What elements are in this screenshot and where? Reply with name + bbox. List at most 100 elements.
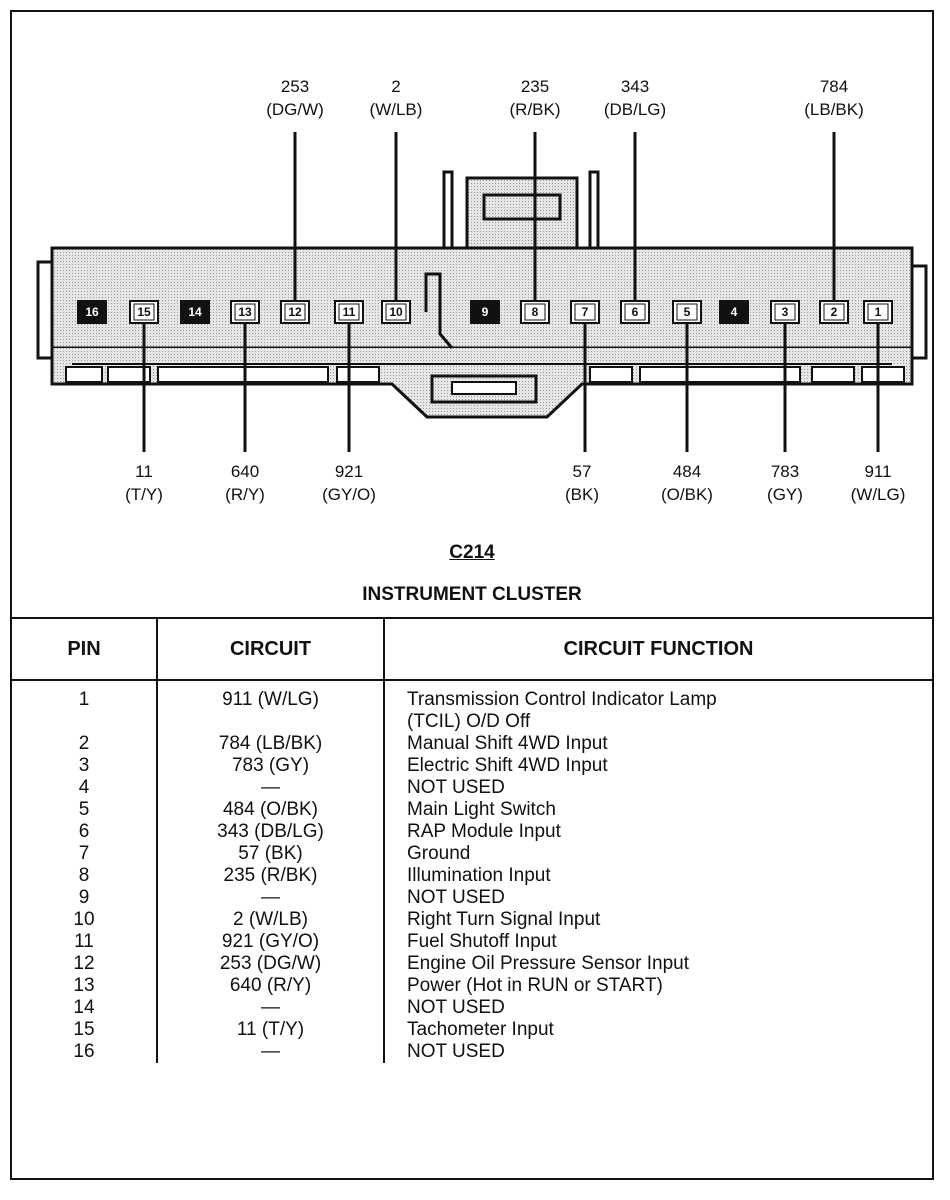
circuit-number: 921 [334, 462, 364, 481]
table-row: 9—NOT USED [12, 887, 932, 909]
pin-number: 1 [875, 305, 882, 319]
function-cell: Right Turn Signal Input [383, 909, 932, 931]
circuit-cell-text: 484 (O/BK) [222, 799, 319, 820]
table-row: 4—NOT USED [12, 777, 932, 799]
pin-box-inner [385, 303, 407, 321]
lead-lines [142, 132, 880, 452]
circuit-number: 235 [520, 77, 550, 96]
circuit-cell: 921 (GY/O) [156, 931, 384, 953]
pin-box-inner [624, 303, 646, 321]
wire-color: (W/LB) [369, 100, 423, 119]
wire-label-pin-8: 235(R/BK) [480, 75, 590, 121]
pin-box [672, 300, 702, 324]
circuit-cell: 911 (W/LG) [156, 680, 384, 733]
pin-box [520, 300, 550, 324]
pin-number: 2 [831, 305, 838, 319]
wire-color: (BK) [565, 485, 599, 504]
wire-label-pin-1: 911(W/LG) [823, 460, 933, 506]
pin-cell: 16 [12, 1041, 157, 1063]
table-row: 14—NOT USED [12, 997, 932, 1019]
pin-cavity-15: 15 [129, 300, 159, 324]
wire-color: (W/LG) [850, 485, 906, 504]
pin-cavity-5: 5 [672, 300, 702, 324]
pin-cell: 8 [12, 865, 157, 887]
function-cell: Illumination Input [383, 865, 932, 887]
pin-cell: 14 [12, 997, 157, 1019]
wire-label-pin-13: 640(R/Y) [190, 460, 300, 506]
wire-label-pin-12: 253(DG/W) [240, 75, 350, 121]
pin-cavity-1: 1 [863, 300, 893, 324]
circuit-cell-text: — [261, 887, 280, 908]
pin-cell-text: 5 [78, 799, 90, 820]
wire-label-pin-6: 343(DB/LG) [580, 75, 690, 121]
pin-cell-text: 12 [73, 953, 95, 974]
pin-cavity-10: 10 [381, 300, 411, 324]
pin-cell-text: 10 [73, 909, 95, 930]
pin-cell: 4 [12, 777, 157, 799]
function-cell-text: Transmission Control Indicator Lamp [407, 689, 717, 710]
circuit-cell: 11 (T/Y) [156, 1019, 384, 1041]
wire-color: (GY) [767, 485, 803, 504]
pin-number: 6 [632, 305, 639, 319]
function-cell-text: Engine Oil Pressure Sensor Input [407, 953, 689, 974]
wire-color: (GY/O) [322, 485, 376, 504]
function-cell-text: NOT USED [407, 777, 505, 798]
pin-cavity-3: 3 [770, 300, 800, 324]
circuit-number: 253 [280, 77, 310, 96]
pin-cell: 6 [12, 821, 157, 843]
function-cell: Fuel Shutoff Input [383, 931, 932, 953]
pin-cavity-11: 11 [334, 300, 364, 324]
circuit-cell-text: 783 (GY) [231, 755, 310, 776]
pin-number: 16 [85, 305, 99, 319]
pin-number: 11 [343, 305, 356, 319]
header-pin: PIN [12, 617, 157, 681]
function-cell-text: Manual Shift 4WD Input [407, 733, 608, 754]
circuit-cell-text: 2 (W/LB) [233, 909, 308, 930]
function-cell-text: Right Turn Signal Input [407, 909, 601, 930]
wire-label-pin-7: 57(BK) [527, 460, 637, 506]
pin-cell: 5 [12, 799, 157, 821]
circuit-number: 11 [135, 462, 153, 481]
circuit-cell: 2 (W/LB) [156, 909, 384, 931]
function-cell-text: Ground [407, 843, 471, 864]
pin-box [180, 300, 210, 324]
table-header-row: PIN CIRCUIT CIRCUIT FUNCTION [12, 617, 932, 681]
function-cell: Electric Shift 4WD Input [383, 755, 932, 777]
pin-cell-text: 7 [78, 843, 90, 864]
circuit-cell-text: 253 (DG/W) [219, 953, 322, 974]
pin-box [280, 300, 310, 324]
wire-label-pin-3: 783(GY) [730, 460, 840, 506]
pin-cell-text: 13 [73, 975, 95, 996]
function-cell: Power (Hot in RUN or START) [383, 975, 932, 997]
function-cell-text-2: (TCIL) O/D Off [407, 711, 531, 732]
function-cell: NOT USED [383, 1041, 932, 1063]
pin-box-inner [574, 303, 596, 321]
pin-box [381, 300, 411, 324]
circuit-number: 343 [620, 77, 650, 96]
pin-cell-text: 16 [73, 1041, 95, 1062]
function-cell-text: NOT USED [407, 1041, 505, 1062]
pin-box [770, 300, 800, 324]
wire-color: (T/Y) [125, 485, 163, 504]
circuit-cell-text: 235 (R/BK) [223, 865, 318, 886]
pin-number: 4 [731, 305, 738, 319]
pin-cell: 13 [12, 975, 157, 997]
table-row: 3 783 (GY) Electric Shift 4WD Input [12, 755, 932, 777]
function-cell: Main Light Switch [383, 799, 932, 821]
pin-cavity-6: 6 [620, 300, 650, 324]
pin-cavity-7: 7 [570, 300, 600, 324]
pin-number: 3 [782, 305, 789, 319]
pin-box-inner [676, 303, 698, 321]
pin-box-inner [338, 303, 360, 321]
circuit-number: 2 [391, 77, 401, 96]
function-cell-text: NOT USED [407, 997, 505, 1018]
pin-cavity-2: 2 [819, 300, 849, 324]
pin-cell-text: 8 [78, 865, 90, 886]
pin-cell-text: 3 [78, 755, 90, 776]
